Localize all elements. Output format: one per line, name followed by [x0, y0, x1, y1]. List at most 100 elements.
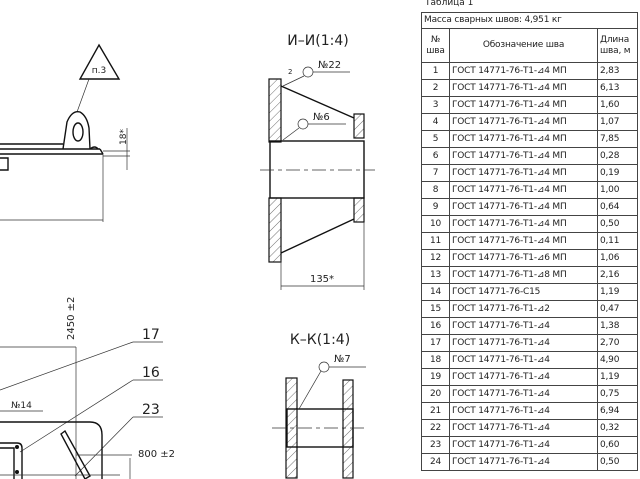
cell-num: 10 [421, 215, 450, 233]
position-23: 23 [142, 402, 160, 418]
cell-desc: ГОСТ 14771-76-Т1-⊿2 [449, 300, 598, 318]
cell-num: 8 [421, 181, 450, 199]
cell-num: 14 [421, 283, 450, 301]
weld-table: Масса сварных швов: 4,951 кг № шва Обозн… [420, 12, 639, 471]
view-kk-title: К–К(1:4) [290, 332, 350, 348]
cell-num: 9 [421, 198, 450, 216]
cell-len: 0,75 [596, 385, 639, 403]
cell-len: 0,32 [596, 419, 639, 437]
cell-num: 16 [421, 317, 450, 335]
cell-desc: ГОСТ 14771-76-Т1-⊿8 МП [449, 266, 598, 284]
cell-desc: ГОСТ 14771-76-Т1-⊿4 МП [449, 79, 598, 97]
cell-len: 0,64 [596, 198, 639, 216]
cell-desc: ГОСТ 14771-76-Т1-⊿4 [449, 368, 598, 386]
cell-desc: ГОСТ 14771-76-Т1-⊿4 МП [449, 164, 598, 182]
section-view-kk: К–К(1:4) №7 [272, 332, 366, 479]
cell-num: 23 [421, 436, 450, 454]
cell-desc: ГОСТ 14771-76-Т1-⊿4 [449, 436, 598, 454]
weld-leader-14: №14 [11, 401, 32, 411]
cell-len: 1,06 [596, 249, 639, 267]
section-view-ii: И–И(1:4) 135* №22 2 №6 [260, 33, 375, 290]
weld-leader-22: №22 [318, 60, 341, 71]
dimension-800: 800 ±2 [138, 449, 175, 460]
cell-len: 1,19 [596, 283, 639, 301]
cell-desc: ГОСТ 14771-76-Т1-⊿4 МП [449, 96, 598, 114]
cell-len: 1,19 [596, 368, 639, 386]
bottom-view: 2450 ±2 17 16 23 №14 800 ±2 [0, 297, 175, 479]
cell-desc: ГОСТ 14771-76-Т1-⊿4 [449, 351, 598, 369]
cell-desc: ГОСТ 14771-76-Т1-⊿4 [449, 419, 598, 437]
cell-len: 2,70 [596, 334, 639, 352]
cell-desc: ГОСТ 14771-76-Т1-⊿4 [449, 385, 598, 403]
cell-desc: ГОСТ 14771-76-С15 [449, 283, 598, 301]
weld-leader-6: №6 [313, 112, 330, 123]
cell-num: 2 [421, 79, 450, 97]
main-view-lug: п.3 18* [0, 43, 130, 222]
header-len: Длина шва, м [596, 28, 639, 63]
cell-len: 0,28 [596, 147, 639, 165]
cell-num: 20 [421, 385, 450, 403]
view-ii-title: И–И(1:4) [287, 33, 348, 49]
cell-desc: ГОСТ 14771-76-Т1-⊿4 [449, 402, 598, 420]
cell-desc: ГОСТ 14771-76-Т1-⊿6 МП [449, 249, 598, 267]
cell-num: 12 [421, 249, 450, 267]
cell-len: 7,85 [596, 130, 639, 148]
cell-len: 1,00 [596, 181, 639, 199]
cell-len: 2,83 [596, 62, 639, 80]
technical-drawing: п.3 18* И–И(1:4) 135* №22 2 [0, 33, 375, 479]
cell-len: 0,47 [596, 300, 639, 318]
header-num: № шва [421, 28, 450, 63]
cell-num: 13 [421, 266, 450, 284]
cell-len: 1,07 [596, 113, 639, 131]
cell-num: 6 [421, 147, 450, 165]
dimension-18: 18* [119, 129, 129, 145]
cell-desc: ГОСТ 14771-76-Т1-⊿4 МП [449, 232, 598, 250]
header-row: № шва Обозначение шва Длина шва, м [421, 28, 639, 63]
note-triangle [78, 43, 121, 80]
cell-num: 17 [421, 334, 450, 352]
cell-num: 4 [421, 113, 450, 131]
cell-len: 0,60 [596, 436, 639, 454]
table-title: Таблица 1 [425, 0, 474, 8]
weld-leg-size: 2 [288, 68, 292, 76]
cell-len: 1,38 [596, 317, 639, 335]
cell-len: 6,13 [596, 79, 639, 97]
cell-num: 7 [421, 164, 450, 182]
cell-num: 1 [421, 62, 450, 80]
cell-num: 21 [421, 402, 450, 420]
cell-len: 0,19 [596, 164, 639, 182]
mass-row: Масса сварных швов: 4,951 кг [420, 12, 639, 29]
cell-num: 15 [421, 300, 450, 318]
cell-len: 0,50 [596, 453, 639, 471]
cell-len: 1,60 [596, 96, 639, 114]
cell-num: 18 [421, 351, 450, 369]
cell-len: 6,94 [596, 402, 639, 420]
cell-desc: ГОСТ 14771-76-Т1-⊿4 МП [449, 113, 598, 131]
cell-desc: ГОСТ 14771-76-Т1-⊿4 МП [449, 181, 598, 199]
header-desc: Обозначение шва [449, 28, 598, 63]
cell-len: 0,11 [596, 232, 639, 250]
dimension-135: 135* [310, 274, 334, 285]
cell-num: 19 [421, 368, 450, 386]
cell-desc: ГОСТ 14771-76-Т1-⊿4 [449, 317, 598, 335]
cell-desc: ГОСТ 14771-76-Т1-⊿4 МП [449, 62, 598, 80]
